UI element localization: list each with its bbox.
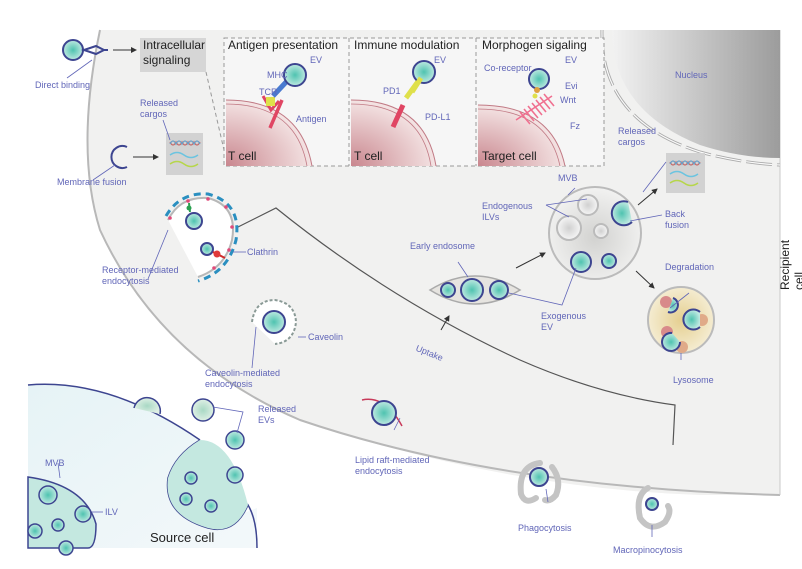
lysosome: [647, 286, 715, 354]
source-mvb-label: MVB: [45, 458, 65, 468]
panel-cell-label: Target cell: [482, 149, 537, 163]
membrane-fusion-label: Membrane fusion: [57, 177, 127, 187]
panel-antigen-presentation: [225, 63, 313, 167]
caveolin-mediated-endocytosis-label: Caveolin-mediated endocytosis: [205, 368, 281, 389]
co-receptor-label: Co-receptor: [484, 63, 532, 73]
antigen-label: Antigen: [296, 114, 327, 124]
evi-label: Evi: [565, 81, 578, 91]
panel-morphogen-signaling: [477, 68, 566, 167]
caveolin-vesicle: [251, 298, 298, 345]
ev-label: EV: [565, 55, 578, 65]
released-ev: [225, 430, 245, 450]
ev-label: EV: [434, 55, 447, 65]
exogenous-ev-label: Exogenous EV: [541, 311, 587, 332]
panel-title-morphogen-signaling: Morphogen sigaling: [482, 38, 587, 52]
pd1-label: PD1: [383, 86, 401, 96]
early-endosome-label: Early endosome: [410, 241, 476, 251]
degradation-label: Degradation: [665, 262, 715, 272]
caveolin-label: Caveolin: [308, 332, 344, 342]
released-cargos-label-2: Released cargos: [618, 126, 657, 147]
lipid-raft-endocytosis-label: Lipid raft-mediated endocytosis: [355, 455, 430, 476]
phagocytosis-label: Phagocytosis: [518, 523, 572, 533]
nucleus-label: Nucleus: [675, 70, 708, 80]
released-cargos-label-1: Released cargos: [140, 98, 179, 119]
clathrin-label: Clathrin: [247, 247, 279, 257]
wnt-label: Wnt: [560, 95, 577, 105]
pd-l1-label: PD-L1: [425, 112, 451, 122]
direct-binding-ev: [62, 39, 108, 61]
clathrin-coated-pit: [164, 192, 239, 283]
panel-cell-label: T cell: [354, 149, 383, 163]
direct-binding-label: Direct binding: [35, 80, 91, 90]
uptake-boundary-line: [235, 207, 676, 446]
mvb-label: MVB: [558, 173, 578, 183]
back-fusion-label: Back fusion: [665, 209, 690, 230]
source-cell: [27, 383, 258, 556]
released-cargos-box-2: [666, 153, 705, 193]
released-evs-label: Released EVs: [258, 404, 297, 425]
mhc-label: MHC: [267, 70, 288, 80]
membrane-fusion-vesicle: [110, 145, 128, 169]
nucleus: [612, 30, 780, 158]
released-ev: [191, 398, 215, 422]
panel-title-immune-modulation: Immune modulation: [354, 38, 460, 52]
recipient-cell-label: Recipient cell: [778, 239, 802, 290]
source-cell-label: Source cell: [150, 530, 215, 545]
recipient-cell-membrane: [86, 29, 781, 496]
receptor-mediated-endocytosis-label: Receptor-mediated endocytosis: [102, 265, 179, 286]
lysosome-label: Lysosome: [673, 375, 714, 385]
tcr-label: TCR: [259, 87, 278, 97]
panel-cell-label: T cell: [228, 149, 257, 163]
early-endosome: [428, 275, 522, 305]
intracellular-signaling-title: Intracellular signaling: [143, 38, 206, 67]
lipid-raft-vesicle: [361, 398, 403, 427]
fz-label: Fz: [570, 121, 580, 131]
released-ev: [226, 466, 244, 484]
ev-label: EV: [310, 55, 323, 65]
ilv-label: ILV: [105, 507, 118, 517]
endogenous-ilvs-label: Endogenous ILVs: [482, 201, 533, 222]
intracellular-signaling-box: [140, 38, 206, 72]
panel-immune-modulation: [350, 60, 437, 167]
multivesicular-body: [548, 186, 642, 280]
phagocytosis-cup: [517, 460, 562, 504]
macropinocytosis-label: Macropinocytosis: [613, 545, 683, 555]
released-cargos-box-1: [166, 133, 203, 175]
panel-title-antigen-presentation: Antigen presentation: [228, 38, 339, 52]
macropinocytosis-cup: [635, 485, 673, 530]
